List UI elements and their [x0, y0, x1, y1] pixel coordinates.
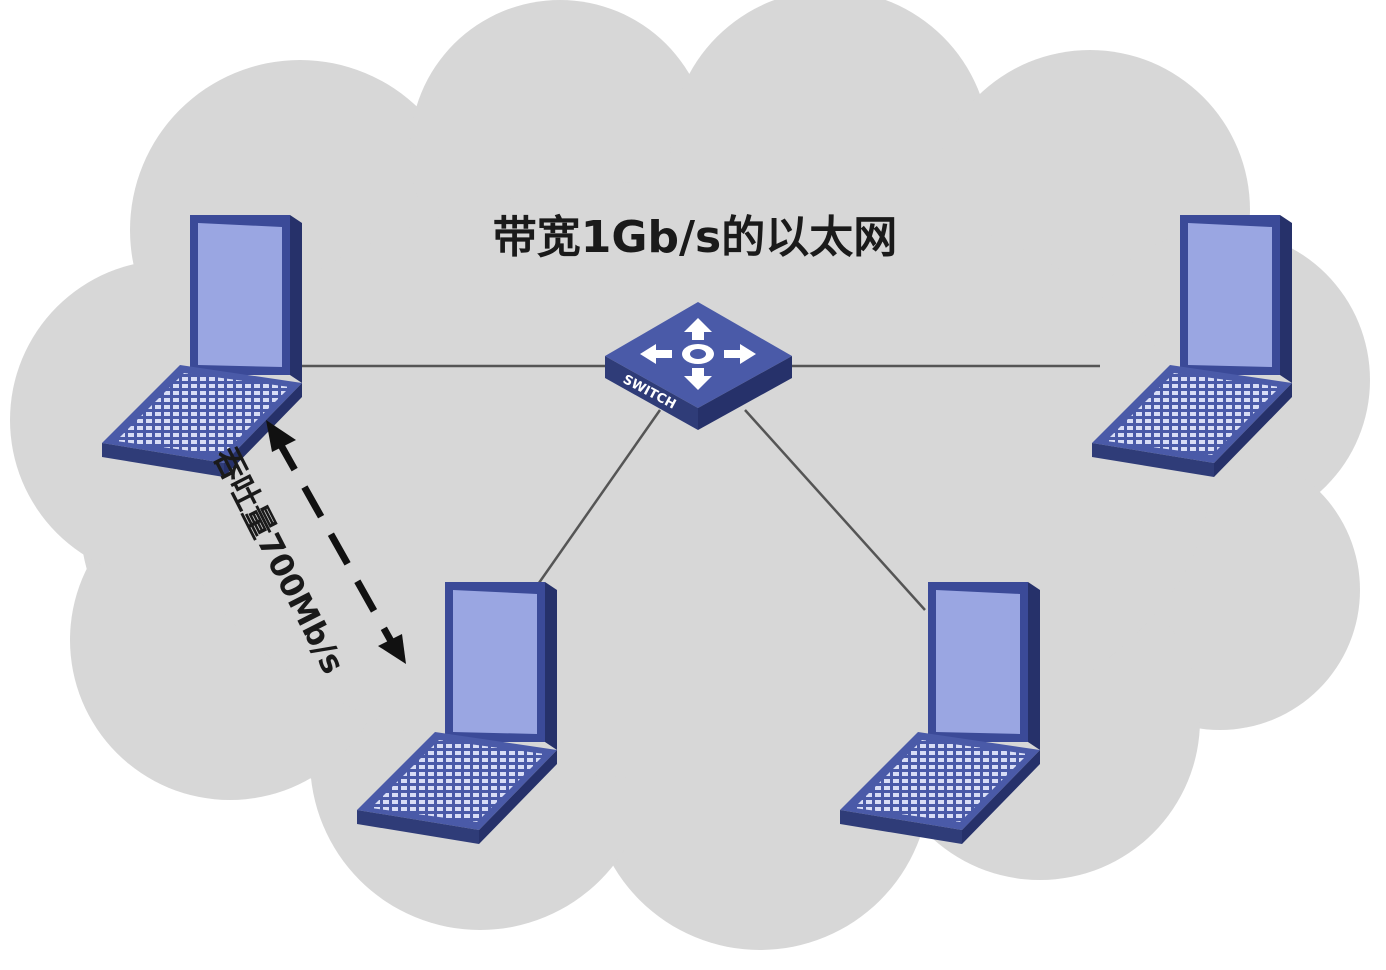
- link-bottom-right: [744, 409, 926, 611]
- laptop-top-left: [102, 215, 302, 477]
- network-links: [300, 364, 1100, 611]
- laptop-bottom-right: [840, 582, 1040, 844]
- arrowhead-up-icon: [266, 420, 296, 452]
- laptop-top-right: [1092, 215, 1292, 477]
- network-title: 带宽1Gb/s的以太网: [493, 212, 898, 263]
- throughput-arrow: [266, 420, 406, 664]
- switch-icon: SWITCH: [605, 302, 792, 430]
- arrowhead-down-icon: [378, 634, 406, 664]
- link-bottom-left: [518, 409, 662, 611]
- laptop-bottom-left: [357, 582, 557, 844]
